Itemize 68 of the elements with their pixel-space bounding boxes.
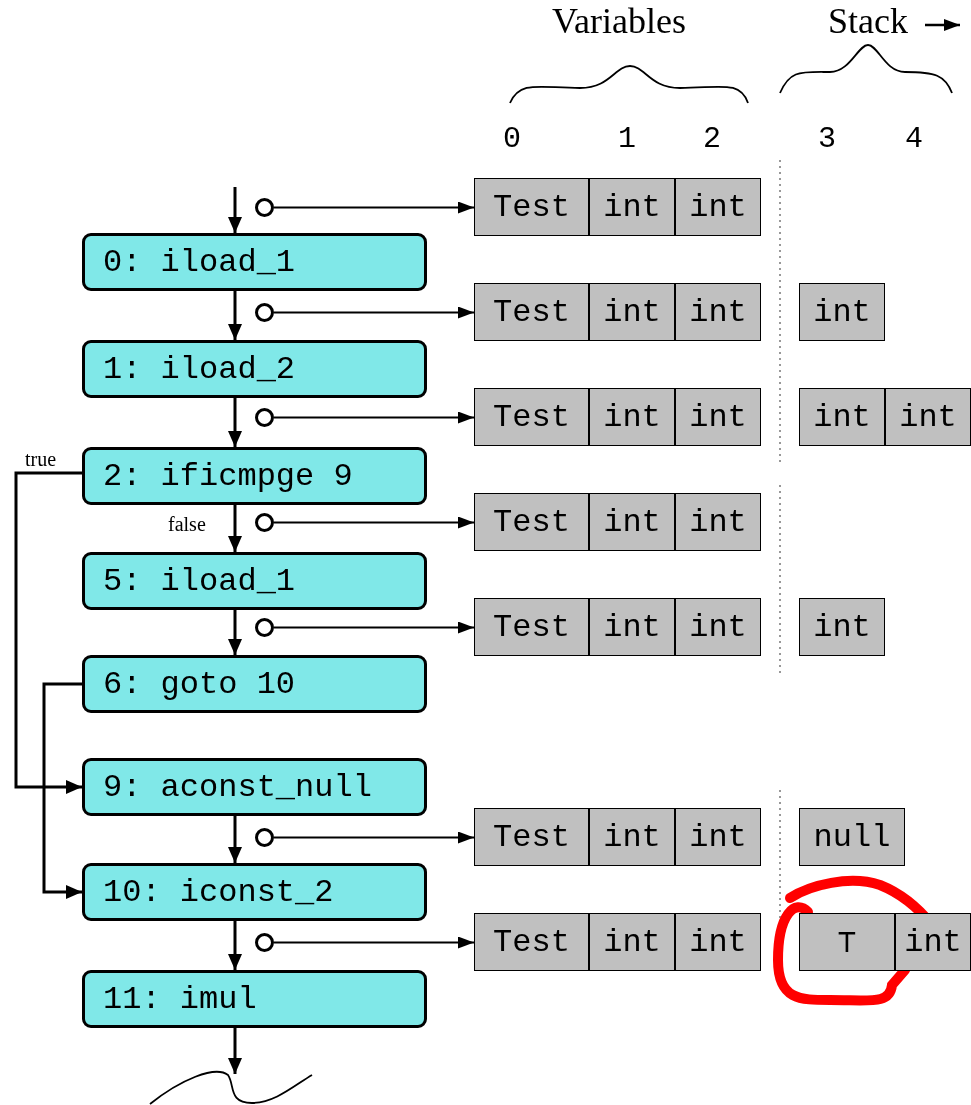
arrow [228,1028,242,1074]
arrow [273,516,475,529]
type-cell: int [885,388,971,446]
type-cell: int [589,913,675,971]
arrow [273,411,475,424]
type-cell: Test [474,388,589,446]
type-cell: int [589,493,675,551]
instruction-box: 10: iconst_2 [82,863,427,921]
column-heading: Variables [552,0,686,42]
type-cell: Test [474,808,589,866]
arrow [273,306,475,319]
type-cell: int [799,598,885,656]
state-circle [255,198,274,217]
type-cell: int [675,598,761,656]
type-cell: int [589,388,675,446]
type-cell: int [799,283,885,341]
type-cell: int [589,598,675,656]
state-circle [255,933,274,952]
type-cell: int [589,178,675,236]
state-circle [255,513,274,532]
instruction-box: 11: imul [82,970,427,1028]
type-cell: int [675,178,761,236]
instruction-box: 1: iload_2 [82,340,427,398]
type-cell: Test [474,598,589,656]
type-cell: int [675,913,761,971]
type-cell: int [895,913,971,971]
arrow [273,621,475,634]
slot-number: 3 [818,122,836,156]
type-cell: int [799,388,885,446]
arrow [228,505,242,552]
arrow [228,921,242,970]
type-cell: int [675,283,761,341]
arrow [273,936,475,949]
arrow [228,187,242,233]
type-cell: int [675,388,761,446]
edge-label: false [168,514,206,534]
instruction-box: 0: iload_1 [82,233,427,291]
type-cell: Test [474,493,589,551]
type-cell: int [675,808,761,866]
state-circle [255,828,274,847]
instruction-box: 2: ificmpge 9 [82,447,427,505]
instruction-box: 9: aconst_null [82,758,427,816]
arrow [228,291,242,340]
type-cell: null [799,808,905,866]
arrow [228,398,242,447]
arrow [273,201,475,214]
arrow [273,831,475,844]
arrow [228,816,242,863]
state-circle [255,618,274,637]
arrow [42,682,82,899]
type-cell: int [675,493,761,551]
slot-number: 4 [905,122,923,156]
type-cell: Test [474,913,589,971]
type-cell: Test [474,283,589,341]
slot-number: 1 [618,122,636,156]
state-circle [255,408,274,427]
state-circle [255,303,274,322]
type-cell: ⊤ [799,913,895,971]
arrow [228,610,242,655]
instruction-box: 5: iload_1 [82,552,427,610]
type-cell: int [589,283,675,341]
slot-number: 2 [703,122,721,156]
slot-number: 0 [503,122,521,156]
arrow [14,471,82,794]
type-cell: Test [474,178,589,236]
instruction-box: 6: goto 10 [82,655,427,713]
column-heading: Stack [828,0,908,42]
type-cell: int [589,808,675,866]
